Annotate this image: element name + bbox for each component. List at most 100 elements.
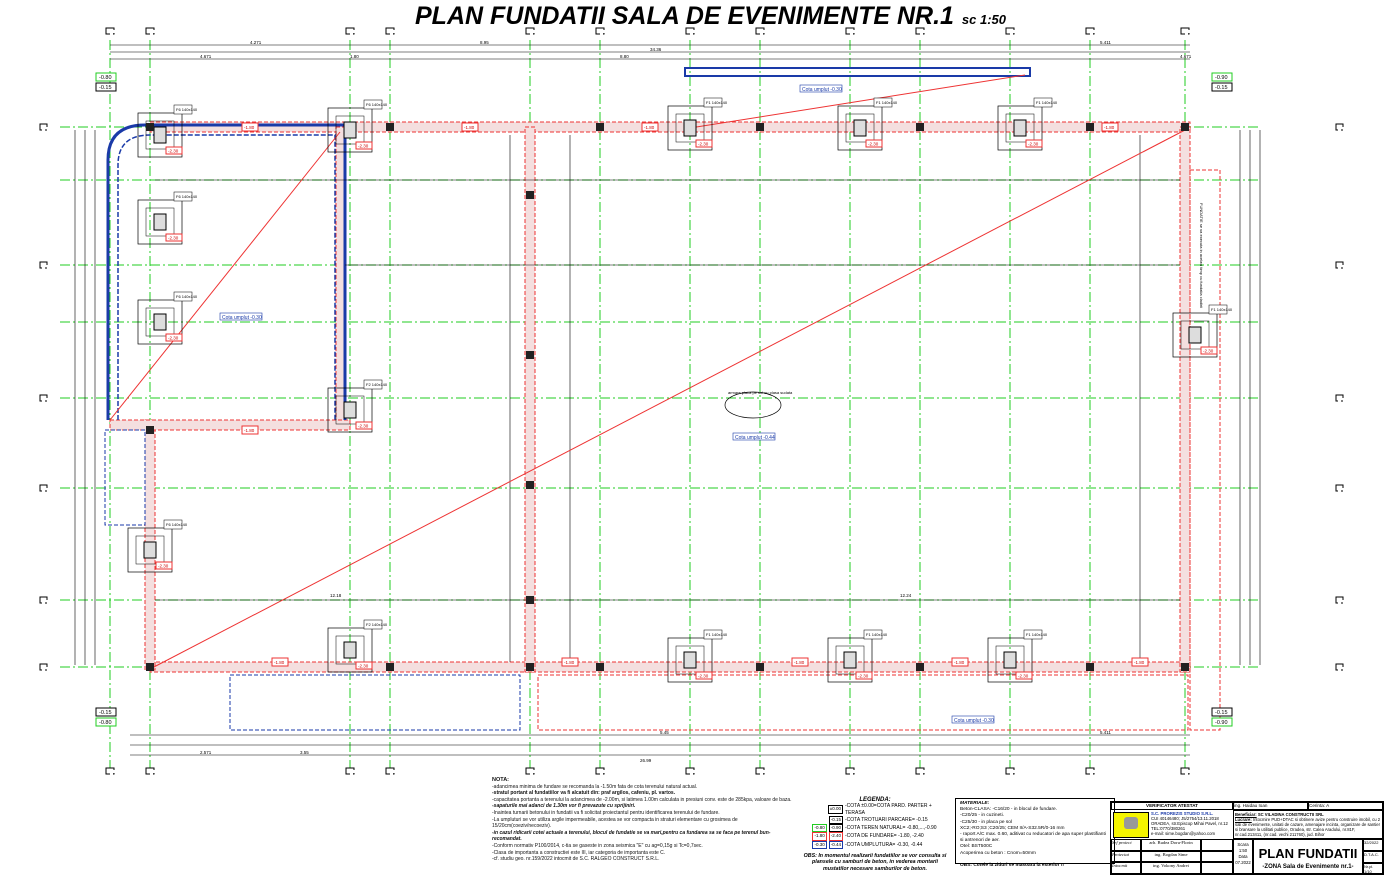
axis-marker bbox=[1335, 123, 1344, 131]
footing: F6 140x140-2.30 bbox=[137, 191, 198, 245]
footing-label: F1 140x140 bbox=[706, 632, 728, 637]
beam-level: -1.80 bbox=[1131, 657, 1149, 667]
legend-tag: -0.90 bbox=[828, 824, 843, 833]
svg-text:-1.80: -1.80 bbox=[644, 125, 655, 130]
axis-marker bbox=[385, 27, 395, 35]
axis-marker bbox=[105, 767, 115, 775]
dimension-text: 4.671 bbox=[200, 54, 212, 59]
notes-heading: NOTA: bbox=[492, 777, 510, 783]
axis-marker bbox=[685, 27, 695, 35]
footing-label: F6 140x140 bbox=[176, 294, 198, 299]
base-level: -2.30 bbox=[858, 674, 869, 679]
axis-marker bbox=[385, 767, 395, 775]
materials-heading: MATERIALE: bbox=[960, 801, 990, 806]
legend-tag: -0.30 bbox=[812, 840, 827, 850]
fill-label: Cota umplut -0.30 bbox=[802, 87, 842, 93]
elevation-tag: -0.80 bbox=[99, 720, 112, 726]
material-line: -C20/25 - in cuzineti. bbox=[960, 813, 1004, 819]
firm-name: S.C. PROREZIS STUDIO S.R.L. bbox=[1151, 811, 1214, 816]
concrete-column bbox=[526, 191, 534, 199]
legend-text: -COTA TROTUARI PARCARE= -0.15 bbox=[845, 816, 928, 823]
svg-text:-1.80: -1.80 bbox=[564, 660, 575, 665]
footing-label: F6 140x140 bbox=[166, 522, 188, 527]
concrete-column bbox=[596, 663, 604, 671]
firm-info: CUI 40146480; J5/2754/13.11.2018 ORADEA,… bbox=[1151, 816, 1228, 831]
concrete-column bbox=[1086, 123, 1094, 131]
scale-text: sc 1:50 bbox=[961, 12, 1007, 27]
base-level: -2.30 bbox=[358, 664, 369, 669]
material-line: Otel: BST500C bbox=[960, 844, 993, 850]
dimension-text: 8.80 bbox=[620, 54, 629, 59]
concrete-column bbox=[526, 351, 534, 359]
axis-marker bbox=[595, 767, 605, 775]
project-phase: D.T.A.C. bbox=[1363, 851, 1383, 863]
note-line: -cf. studiu geo. nr.159/2022 intocmit de… bbox=[492, 856, 660, 863]
scale-value: 1:50 bbox=[1238, 848, 1248, 853]
slab-note-ellipse bbox=[724, 391, 782, 419]
beam-level: -1.80 bbox=[241, 122, 259, 132]
firm-email: e-mail: sime.bogdan@yahoo.com bbox=[1151, 831, 1216, 836]
work-description: Intocmire PUD+DTAC si obtinere avize pen… bbox=[1235, 817, 1381, 837]
footing-label: F2 140x140 bbox=[366, 622, 388, 627]
legend-tag: -1.80 bbox=[812, 832, 827, 841]
axis-marker bbox=[1085, 27, 1095, 35]
axis-marker bbox=[1335, 394, 1344, 402]
dimension-text: 4.671 bbox=[1180, 54, 1192, 59]
drawing-title-block: PLAN FUNDATII bbox=[1258, 846, 1358, 861]
concrete-column bbox=[526, 596, 534, 604]
axis-marker bbox=[525, 27, 535, 35]
axis-marker bbox=[1005, 767, 1015, 775]
footing-label: F1 140x140 bbox=[706, 100, 728, 105]
fill-label: Cota umplut -0.30 bbox=[222, 315, 262, 321]
legend-tag: -0.44 bbox=[828, 840, 843, 850]
beam-level: -1.80 bbox=[791, 657, 809, 667]
note-line: -in cazul ridicarii cotei actuale a tere… bbox=[492, 829, 771, 843]
title-text: PLAN FUNDATII SALA DE EVENIMENTE NR.1 bbox=[415, 2, 954, 30]
beneficiary-label: Beneficiar: bbox=[1235, 812, 1257, 817]
beam-level: -1.80 bbox=[641, 122, 659, 132]
note-line: -La umpluturi se vor utiliza argile impe… bbox=[492, 816, 738, 830]
material-line: Acoperirea cu beton : Cnom=50mm bbox=[960, 850, 1036, 856]
svg-text:-1.80: -1.80 bbox=[794, 660, 805, 665]
axis-marker bbox=[145, 27, 155, 35]
note-line: -capacitatea portanta a terenului la ada… bbox=[492, 796, 792, 803]
base-level: -2.30 bbox=[1203, 349, 1214, 354]
material-line: XC2;-RO;S3 ;C20/25; CEM II/A-S32.5R/0-16… bbox=[960, 825, 1065, 831]
work-label: Lucrare: bbox=[1235, 817, 1252, 822]
footing-label: F2 140x140 bbox=[366, 382, 388, 387]
concrete-column bbox=[146, 426, 154, 434]
legend-item: ±0.00-COTA ±0.00=COTA PARD. PARTER + TER… bbox=[800, 803, 950, 816]
base-level: -2.30 bbox=[358, 424, 369, 429]
drawing-title: PLAN FUNDATII SALA DE EVENIMENTE NR.1 sc … bbox=[415, 2, 1006, 31]
axis-marker bbox=[1005, 27, 1015, 35]
notes-block: NOTA: -adancimea minima de fundare se re… bbox=[492, 777, 792, 863]
drawing-subtitle: -ZONA Sala de Evenimente nr.1- bbox=[1262, 864, 1354, 870]
axis-marker bbox=[685, 767, 695, 775]
axis-marker bbox=[1180, 27, 1190, 35]
base-level: -2.30 bbox=[698, 142, 709, 147]
concrete-column bbox=[756, 123, 764, 131]
verifier-cert: Cerinta: A bbox=[1308, 802, 1383, 810]
foundation-beams bbox=[104, 67, 1221, 731]
footing: F6 140x140-2.30 bbox=[127, 519, 188, 573]
axis-marker bbox=[755, 767, 765, 775]
legend-item: -0.15-COTA TROTUARI PARCARE= -0.15 bbox=[800, 815, 950, 825]
legend-tag: -2.40 bbox=[828, 832, 843, 841]
base-level: -2.30 bbox=[868, 142, 879, 147]
svg-text:-1.80: -1.80 bbox=[274, 660, 285, 665]
elevation-tag: -0.15 bbox=[99, 710, 112, 716]
footing: F2 140x140 -2.30 bbox=[327, 619, 388, 673]
signature-cell bbox=[1201, 862, 1233, 874]
legend-text: -COTA TEREN NATURAL= -0.80,...,-0.90 bbox=[845, 825, 937, 832]
note-line: -adancimea minima de fundare se recomand… bbox=[492, 783, 698, 790]
base-level: -2.30 bbox=[1018, 674, 1029, 679]
footing-label: F1 140x140 bbox=[876, 100, 898, 105]
note-line: -Inaintea turnarii betonului in fundatii… bbox=[492, 809, 720, 816]
footing: F1 140x140-2.30 bbox=[667, 629, 728, 683]
legend-tag: ±0.00 bbox=[827, 805, 843, 814]
svg-text:-1.80: -1.80 bbox=[954, 660, 965, 665]
beam-level: -1.80 bbox=[241, 425, 259, 435]
dimension-text: 2.571 bbox=[200, 750, 212, 755]
